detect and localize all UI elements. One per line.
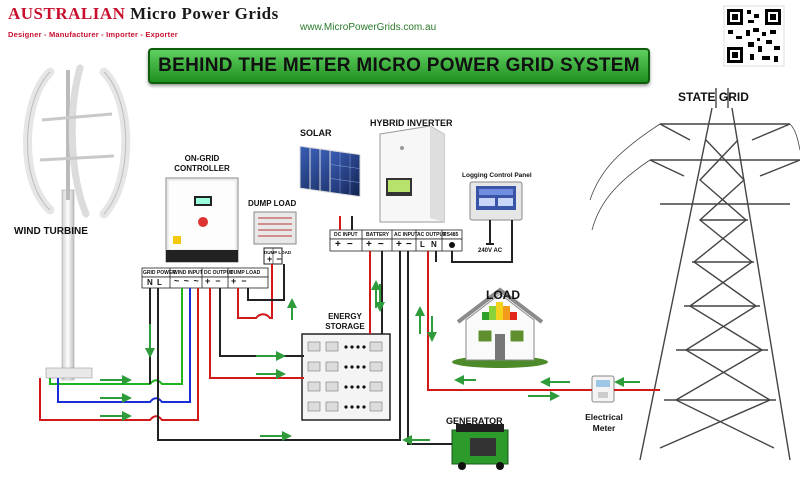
terminal-wind-input: WIND INPUT (173, 270, 203, 276)
pylon-icon (589, 88, 800, 461)
solar-label: SOLAR (300, 128, 332, 138)
flow-arrows (100, 280, 640, 445)
inv-terminal-dc-input: DC INPUT (334, 232, 358, 238)
page-title: BEHIND THE METER MICRO POWER GRID SYSTEM (158, 55, 640, 76)
dump-load-icon (253, 211, 297, 265)
logo-tagline: Designer - Manufacturer - Importer - Exp… (8, 30, 178, 39)
energy-storage-label-line2: STORAGE (325, 322, 365, 331)
inv-terminal-n: N (431, 240, 437, 249)
solar-panel-icon (299, 145, 361, 198)
inv-terminal-battery: BATTERY (366, 232, 390, 238)
dump-load-terminal-signs: +− (267, 254, 286, 264)
wire-dc-red (209, 288, 304, 379)
wire-grid-l (157, 251, 401, 441)
terminal-l: L (157, 278, 162, 287)
meter-icon (591, 375, 615, 403)
inv-acin-signs: +− (396, 239, 416, 250)
meter-label: Electrical Meter (574, 412, 634, 434)
inv-terminal-l: L (420, 240, 425, 249)
terminal-wind-phases: ~ ~ ~ (174, 276, 200, 286)
wire-red (39, 288, 199, 421)
meter-label-line1: Electrical (585, 412, 623, 422)
energy-storage-label-line1: ENERGY (328, 312, 362, 321)
wire-dc-black (219, 288, 304, 357)
wire-dump-black (247, 264, 285, 301)
ac-supply-label: 240V AC (478, 248, 503, 254)
wire-blue (57, 288, 191, 403)
dump-load-terminal-label: DUMP LOAD (264, 250, 292, 255)
terminal-dump-signs: +− (231, 276, 252, 286)
inv-battery-signs: +− (366, 239, 390, 250)
state-grid-label: STATE GRID (678, 90, 749, 104)
controller-terminal-block (141, 267, 269, 289)
terminal-dc-output: DC OUTPUT (204, 270, 234, 276)
meter-label-line2: Meter (592, 423, 616, 433)
terminal-dc-signs: +− (205, 276, 226, 286)
generator-label: GENERATOR (446, 416, 503, 426)
controller-label-line1: ON-GRID (184, 154, 220, 163)
controller-icon (165, 177, 239, 263)
dump-load-label: DUMP LOAD (248, 199, 297, 208)
wire-ac-red (427, 251, 592, 391)
energy-storage-label: ENERGY STORAGE (312, 312, 378, 332)
wind-turbine-icon (23, 64, 131, 381)
house-icon (452, 287, 548, 368)
logo-brand: AUSTRALIAN (8, 4, 126, 23)
inv-terminal-rs485: RS485 (443, 232, 459, 238)
control-panel-icon (469, 181, 523, 221)
logo-name: Micro Power Grids (130, 4, 279, 23)
inv-terminal-ac-input: AC INPUT (394, 232, 418, 238)
brand-logo: AUSTRALIAN Micro Power Grids (8, 4, 279, 24)
terminal-dump-load: DUMP LOAD (230, 270, 261, 276)
wire-dump-red (237, 264, 273, 319)
generator-icon (451, 424, 509, 470)
inv-terminal-ac-output: AC OUTPUT (417, 232, 447, 238)
inverter-icon (379, 125, 445, 223)
wire-rs485 (451, 220, 513, 263)
terminal-n: N (147, 278, 153, 287)
wind-turbine-label: WIND TURBINE (14, 226, 88, 237)
battery-bank-icon (301, 333, 391, 421)
hybrid-inverter-label: HYBRID INVERTER (370, 118, 453, 128)
inverter-terminal-block (329, 229, 463, 252)
load-label: LOAD (486, 288, 520, 302)
inv-dc-signs: +− (335, 239, 359, 250)
controller-label-line2: CONTROLLER (174, 164, 230, 173)
qr-code-icon (723, 5, 785, 67)
logging-panel-label: Logging Control Panel (462, 172, 532, 179)
terminal-grid-power: GRID POWER (143, 270, 176, 276)
website-url: www.MicroPowerGrids.com.au (300, 22, 437, 33)
controller-label: ON-GRID CONTROLLER (164, 154, 240, 174)
title-banner: BEHIND THE METER MICRO POWER GRID SYSTEM (148, 48, 650, 84)
